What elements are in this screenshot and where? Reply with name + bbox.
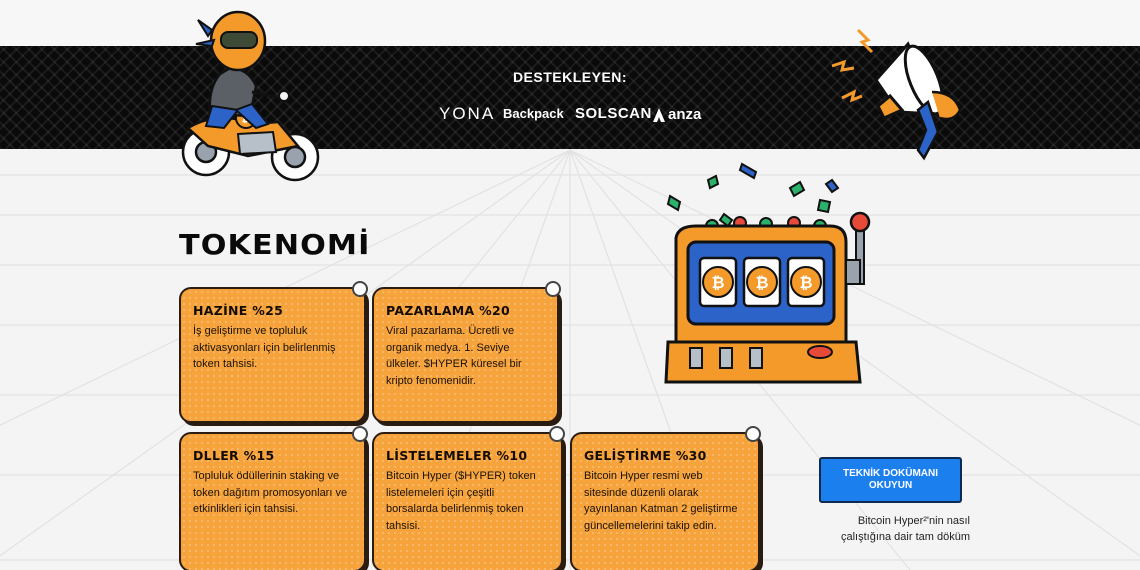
bitcoin-coin-icon (702, 266, 734, 298)
pin-icon (745, 426, 761, 442)
anza-logo[interactable]: anza (653, 106, 701, 123)
card-development: GELİŞTİRME %30 Bitcoin Hyper resmi web s… (570, 432, 760, 570)
card-development-body: Bitcoin Hyper resmi web sitesinde düzenl… (584, 470, 738, 532)
pin-icon (352, 281, 368, 297)
bitcoin-coin-icon (790, 266, 822, 298)
svg-text:₿: ₿ (755, 273, 768, 292)
card-rewards-body: Topluluk ödüllerinin staking ve token da… (193, 470, 348, 515)
read-whitepaper-button[interactable]: TEKNİK DOKÜMANI OKUYUN (819, 457, 962, 503)
megaphone-illustration (831, 28, 962, 161)
pin-icon (545, 281, 561, 297)
card-development-title: GELİŞTİRME %30 (584, 448, 707, 463)
yona-logo[interactable]: YONA (439, 104, 496, 123)
solscan-logo[interactable]: SOLSCAN (575, 105, 652, 122)
pin-icon (549, 426, 565, 442)
supporters-title: DESTEKLEYEN: (512, 69, 628, 85)
motorbike-mascot-illustration: ₿ (181, 10, 320, 182)
card-marketing-title: PAZARLAMA %20 (386, 303, 510, 318)
card-rewards-title: DLLER %15 (193, 448, 275, 463)
slot-machine-illustration: ₿ ₿ ₿ (664, 162, 871, 384)
card-listings-title: LİSTELEMELER %10 (386, 448, 528, 463)
card-treasury: HAZİNE %25 İş geliştirme ve topluluk akt… (179, 287, 366, 423)
card-treasury-body: İş geliştirme ve topluluk aktivasyonları… (193, 325, 336, 370)
card-listings-body: Bitcoin Hyper ($HYPER) token listelemele… (386, 470, 536, 532)
svg-text:₿: ₿ (799, 273, 812, 292)
bitcoin-coin-icon (746, 266, 778, 298)
card-listings: LİSTELEMELER %10 Bitcoin Hyper ($HYPER) … (372, 432, 563, 570)
card-marketing: PAZARLAMA %20 Viral pazarlama. Ücretli v… (372, 287, 559, 423)
top-strip (0, 0, 1140, 46)
card-rewards: DLLER %15 Topluluk ödüllerinin staking v… (179, 432, 366, 570)
anza-logo-label: anza (668, 106, 702, 123)
supporters-banner (0, 46, 1140, 149)
whitepaper-description: Bitcoin Hyper²'nin nasıl çalıştığına dai… (840, 515, 970, 543)
card-marketing-body: Viral pazarlama. Ücretli ve organik medy… (386, 325, 522, 387)
backpack-logo[interactable]: Backpack (503, 106, 564, 121)
svg-text:₿: ₿ (711, 273, 724, 292)
tokenomics-title: TOKENOMİ (179, 228, 371, 261)
card-treasury-title: HAZİNE %25 (193, 303, 284, 318)
pin-icon (352, 426, 368, 442)
anza-mark-icon (653, 107, 665, 122)
